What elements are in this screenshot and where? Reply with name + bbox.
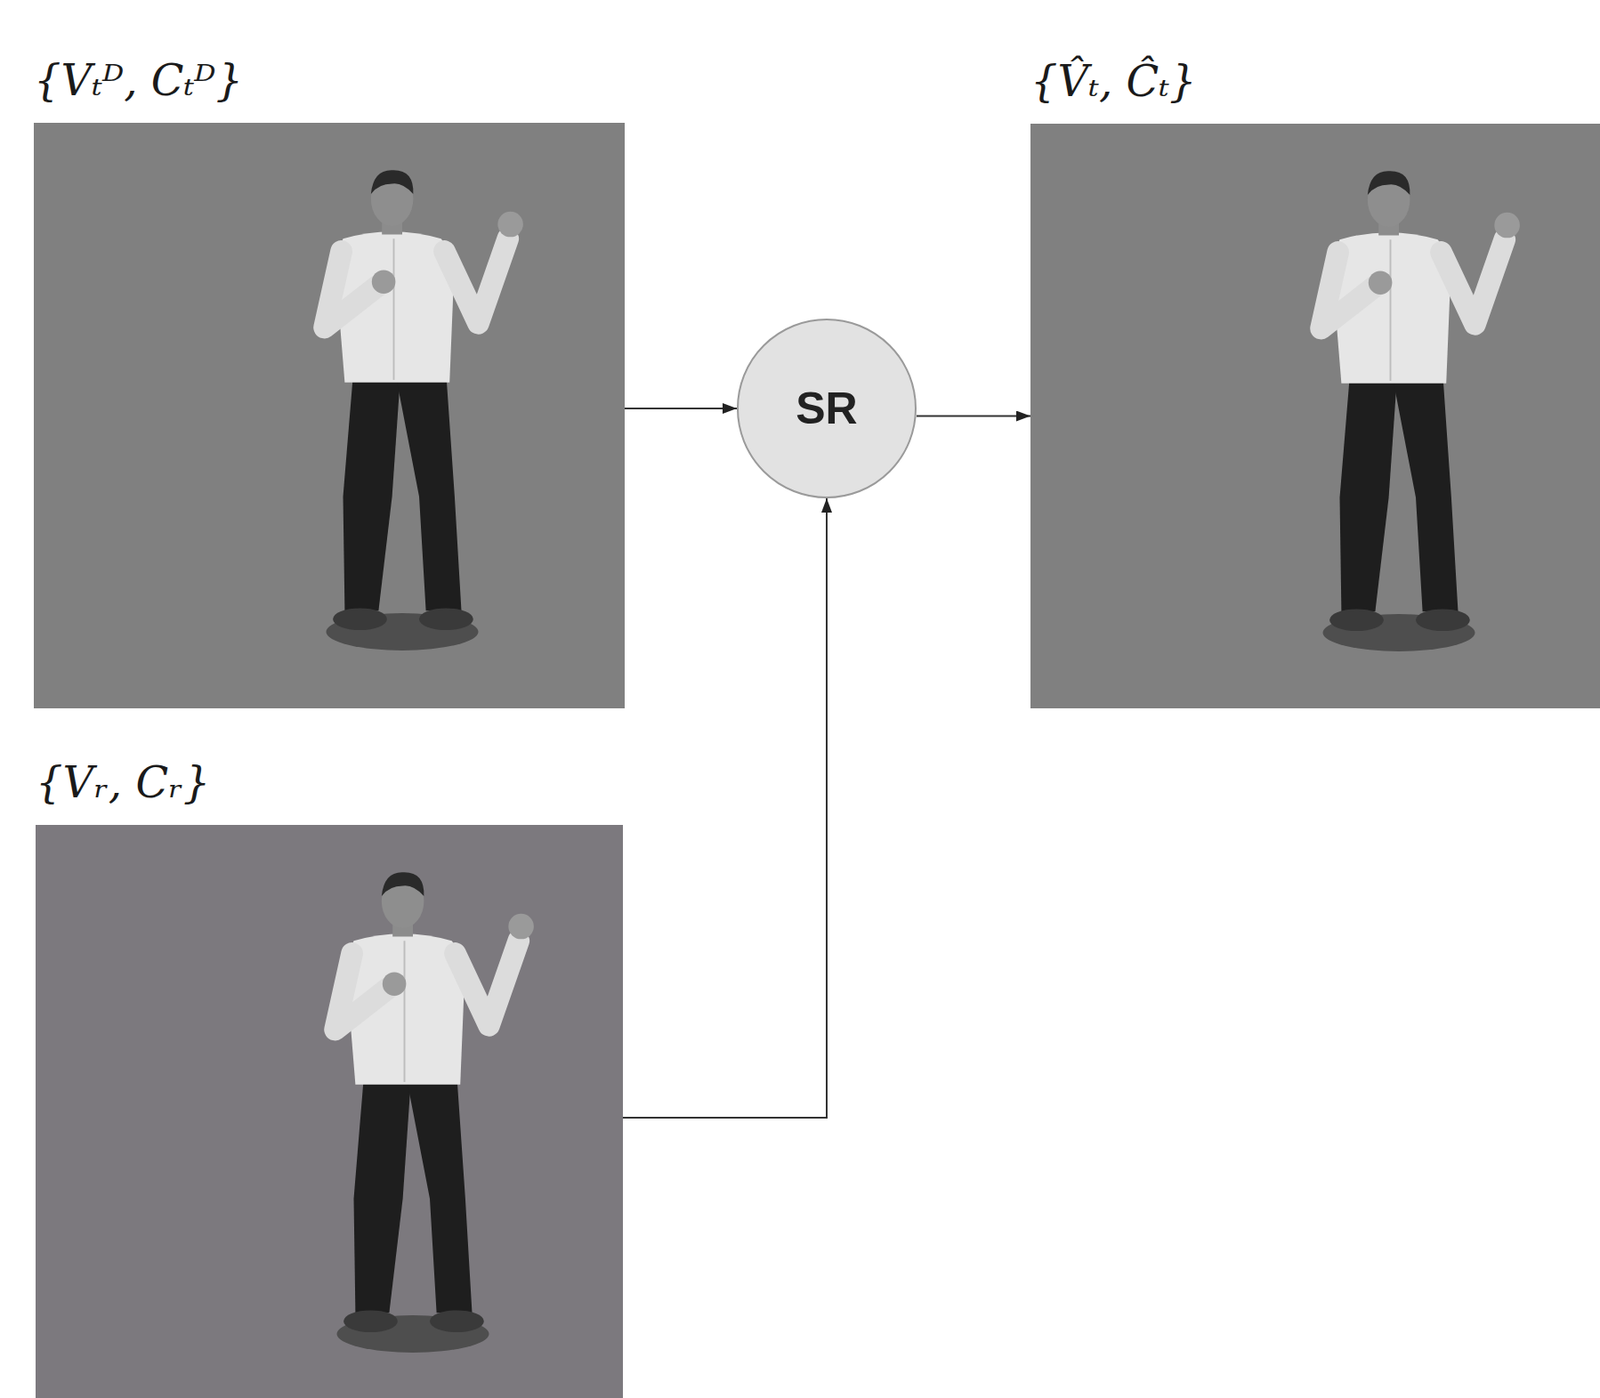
image-panel: {Vₜᴰ, Cₜᴰ} — [33, 122, 625, 709]
person-figure — [1321, 170, 1520, 652]
image-panel: {V̂ₜ, Ĉₜ} — [1030, 123, 1600, 709]
panel-heading: {Vᵣ, Cᵣ} — [35, 757, 211, 809]
panel-heading: {V̂ₜ, Ĉₜ} — [1030, 56, 1197, 108]
arrow-connector — [624, 407, 737, 410]
image-panel — [35, 824, 623, 1398]
node-label: SR — [795, 382, 857, 435]
person-figure — [324, 169, 524, 651]
process-circle: SR — [736, 318, 917, 499]
panel-heading: {Vₜᴰ, Cₜᴰ} — [33, 55, 243, 107]
person-figure — [335, 872, 534, 1353]
arrow-connector — [622, 498, 827, 1118]
arrow-connector — [916, 415, 1031, 418]
image-panel — [1030, 123, 1600, 709]
image-panel: {Vᵣ, Cᵣ} — [35, 824, 623, 1398]
image-panel — [33, 122, 625, 709]
